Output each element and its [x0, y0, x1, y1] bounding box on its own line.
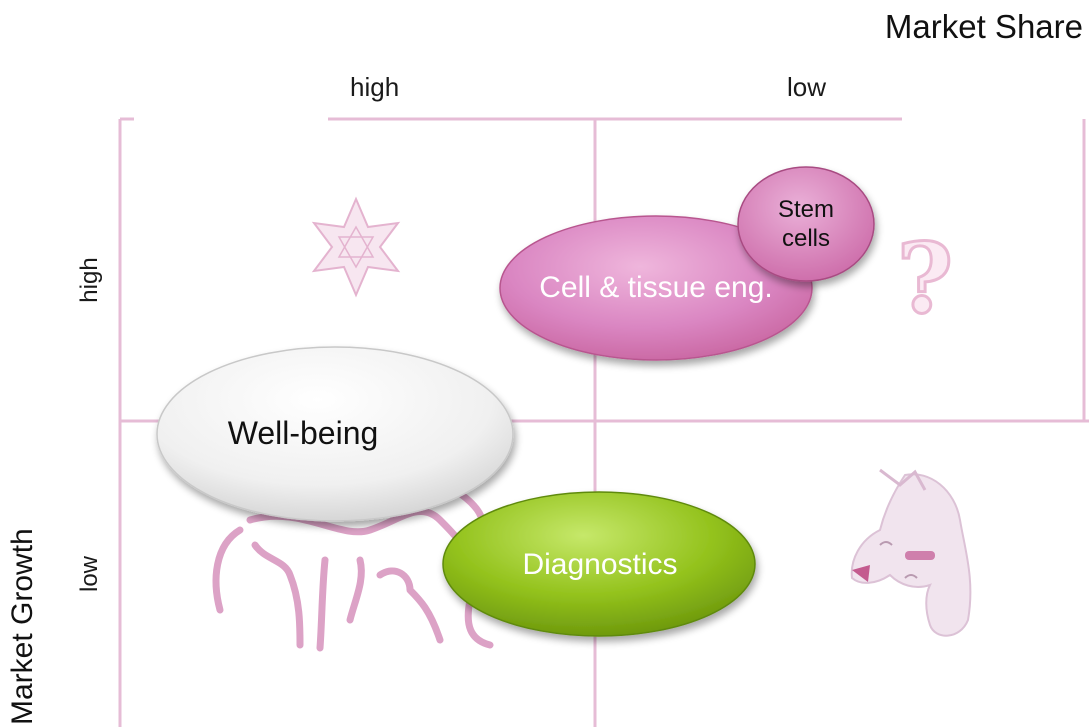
- star-icon: [314, 199, 398, 295]
- bubble-well-being: Well-being: [190, 404, 416, 462]
- bubble-cell-tissue: Cell & tissue eng.: [520, 240, 792, 336]
- bubble-diagnostics: Diagnostics: [470, 536, 730, 594]
- bubble-stem-cells: Stem cells: [756, 190, 856, 260]
- dog-icon: [852, 470, 971, 636]
- svg-text:?: ?: [897, 222, 953, 335]
- question-mark-icon: ?: [897, 222, 953, 335]
